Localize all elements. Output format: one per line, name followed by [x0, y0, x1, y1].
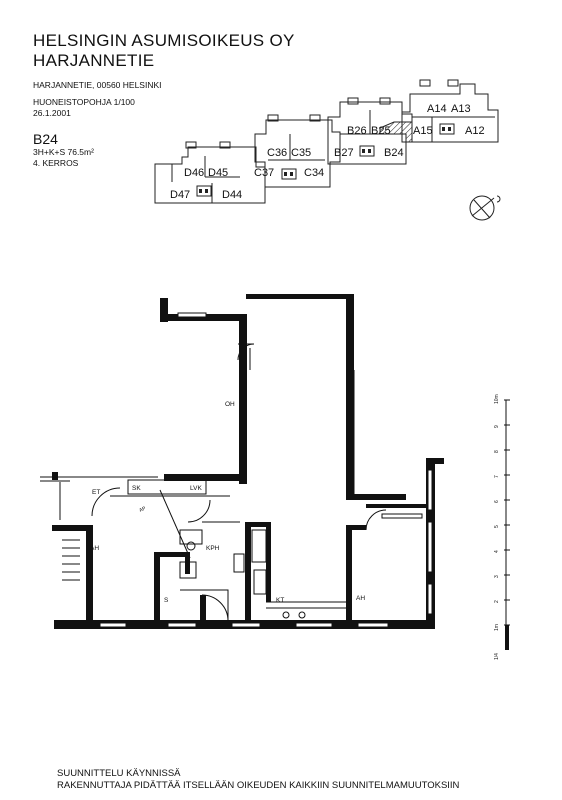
company-name: HELSINGIN ASUMISOIKEUS OY	[33, 31, 295, 50]
room-label-s: S	[164, 597, 169, 604]
unit-label-a12: A12	[465, 125, 485, 137]
room-label-sk: SK	[132, 485, 141, 492]
room-label-kph: KPH	[206, 545, 220, 552]
apartment-floor: 4. KERROS	[33, 158, 79, 168]
scale-label-base: 1/4	[494, 653, 500, 660]
unit-label-c35: C35	[291, 147, 311, 159]
scale-label-3: 3	[494, 575, 500, 578]
room-label-kt: KT	[276, 597, 284, 604]
drawing-date: 26.1.2001	[33, 108, 71, 118]
apartment-type-size: 3H+K+S 76.5m²	[33, 147, 94, 157]
project-name: HARJANNETIE	[33, 51, 155, 70]
room-label-et: ET	[92, 489, 100, 496]
unit-label-a15: A15	[413, 125, 433, 137]
north-arrow-icon	[469, 195, 501, 221]
unit-label-d46: D46	[184, 167, 204, 179]
scale-bar: 10m 9 8 7 6 5 4 3 2 1m 1/4	[494, 394, 510, 660]
address: HARJANNETIE, 00560 HELSINKI	[33, 80, 162, 90]
key-plan: D47 D46 D45 D44 C37 C36 C35 C34 B27 B26 …	[154, 79, 499, 204]
scale-label-8: 8	[494, 450, 500, 453]
scale-label-1m: 1m	[494, 624, 500, 631]
floor-plan: OH ET AH AH KPH S KT SK LVK AP	[40, 294, 444, 629]
unit-label-a13: A13	[451, 103, 471, 115]
unit-label-d47: D47	[170, 189, 190, 201]
scale-label-2: 2	[494, 600, 500, 603]
room-label-ah-left: AH	[90, 545, 99, 552]
room-label-oh: OH	[225, 401, 235, 408]
unit-label-c36: C36	[267, 147, 287, 159]
unit-label-d45: D45	[208, 167, 228, 179]
unit-label-b27: B27	[334, 147, 354, 159]
footer-status: SUUNNITTELU KÄYNNISSÄ	[57, 768, 181, 779]
scale-label-9: 9	[494, 425, 500, 428]
unit-label-c37: C37	[254, 167, 274, 179]
scale-label-top: 10m	[494, 394, 500, 404]
drawing-type: HUONEISTOPOHJA 1/100	[33, 97, 135, 107]
room-label-ap: AP	[138, 505, 147, 514]
unit-label-a14: A14	[427, 103, 447, 115]
scale-label-7: 7	[494, 475, 500, 478]
room-label-ah-right: AH	[356, 595, 365, 602]
scale-label-5: 5	[494, 525, 500, 528]
apartment-code: B24	[33, 131, 58, 147]
unit-label-b26: B26	[347, 125, 367, 137]
room-label-lvk: LVK	[190, 485, 202, 492]
footer-disclaimer: RAKENNUTTAJA PIDÄTTÄÄ ITSELLÄÄN OIKEUDEN…	[57, 780, 460, 791]
unit-label-c34: C34	[304, 167, 324, 179]
unit-label-d44: D44	[222, 189, 242, 201]
scale-label-4: 4	[494, 550, 500, 553]
unit-label-b25: B25	[371, 125, 391, 137]
unit-label-b24: B24	[384, 147, 404, 159]
scale-label-6: 6	[494, 500, 500, 503]
